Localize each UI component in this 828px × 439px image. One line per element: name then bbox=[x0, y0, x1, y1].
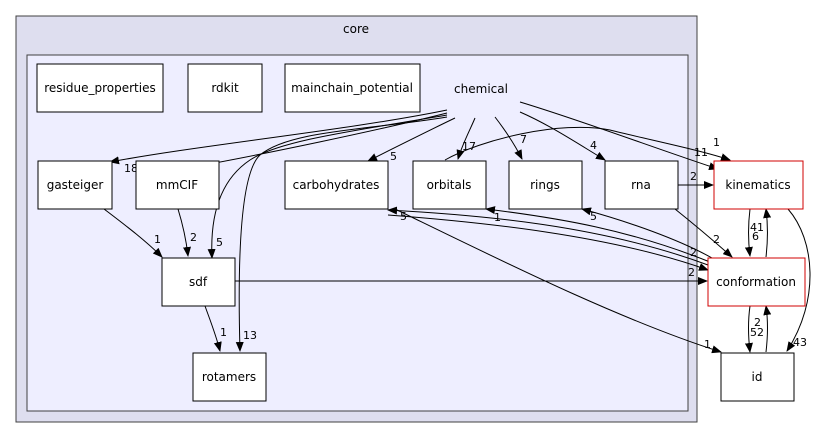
svg-text:mmCIF: mmCIF bbox=[156, 178, 198, 192]
svg-text:mainchain_potential: mainchain_potential bbox=[291, 81, 413, 95]
node-rotamers[interactable]: rotamers bbox=[192, 352, 267, 402]
edge-label: 43 bbox=[793, 336, 807, 349]
svg-text:rna: rna bbox=[631, 178, 651, 192]
edge-id-conformation bbox=[763, 305, 772, 353]
svg-text:rdkit: rdkit bbox=[211, 81, 239, 95]
edge-mmcif-sdf bbox=[177, 208, 191, 257]
node-orbitals[interactable]: orbitals bbox=[412, 160, 487, 210]
svg-text:orbitals: orbitals bbox=[427, 178, 472, 192]
node-mainchain-potential[interactable]: mainchain_potential bbox=[284, 63, 421, 113]
node-rings[interactable]: rings bbox=[508, 160, 583, 210]
edge-label: 2 bbox=[690, 170, 697, 183]
edge-label: 5 bbox=[216, 236, 223, 249]
node-carbohydrates[interactable]: carbohydrates bbox=[284, 160, 389, 210]
edge-kinematics-id bbox=[786, 208, 811, 352]
edge-chemical-orbitals bbox=[456, 117, 476, 160]
edge-chemical-rings bbox=[494, 116, 523, 160]
edge-kinematics-conformation bbox=[744, 208, 753, 257]
svg-text:id: id bbox=[752, 370, 763, 384]
svg-text:carbohydrates: carbohydrates bbox=[293, 178, 380, 192]
node-rna[interactable]: rna bbox=[604, 160, 679, 210]
node-gasteiger[interactable]: gasteiger bbox=[37, 160, 113, 210]
edge-label: 6 bbox=[752, 230, 759, 243]
edge-label: 4 bbox=[590, 139, 597, 152]
edge-label: 1 bbox=[494, 211, 501, 224]
edge-chemical-carbohydrates bbox=[367, 117, 456, 162]
node-sdf[interactable]: sdf bbox=[161, 257, 236, 307]
cluster-chemical bbox=[26, 54, 689, 412]
node-rdkit[interactable]: rdkit bbox=[187, 63, 263, 113]
edge-rna-conformation bbox=[674, 208, 733, 258]
edge-sdf-rotamers bbox=[204, 305, 222, 352]
node-kinematics[interactable]: kinematics bbox=[713, 160, 804, 210]
edge-conformation-id bbox=[744, 305, 753, 353]
node-mmcif[interactable]: mmCIF bbox=[135, 160, 220, 210]
edge-conformation-carbohydrates bbox=[387, 206, 709, 266]
cluster-chemical-label[interactable]: chemical bbox=[454, 82, 508, 96]
edge-label: 13 bbox=[243, 329, 257, 342]
edge-label: 17 bbox=[462, 140, 476, 153]
edge-label: 41 bbox=[750, 221, 764, 234]
edge-label: 5 bbox=[390, 150, 397, 163]
edge-chemical-gasteiger bbox=[109, 109, 448, 165]
svg-text:kinematics: kinematics bbox=[725, 178, 790, 192]
edge-label: 2 bbox=[688, 266, 695, 279]
edge-orbitals-kinematics bbox=[444, 126, 731, 161]
edge-carbohydrates-id bbox=[394, 208, 722, 354]
svg-text:gasteiger: gasteiger bbox=[47, 178, 104, 192]
edge-label: 5 bbox=[400, 210, 407, 223]
svg-text:sdf: sdf bbox=[189, 275, 208, 289]
edge-conformation-rings bbox=[581, 207, 713, 259]
edge-gasteiger-sdf bbox=[103, 208, 163, 258]
edge-carbohydrates-conformation bbox=[387, 214, 709, 271]
svg-text:conformation: conformation bbox=[716, 275, 796, 289]
node-residue-properties[interactable]: residue_properties bbox=[36, 63, 164, 113]
edge-conformation-kinematics bbox=[763, 208, 772, 258]
edge-label: 1 bbox=[154, 233, 161, 246]
edge-label: 1 bbox=[713, 136, 720, 149]
node-id[interactable]: id bbox=[720, 352, 795, 402]
edge-chemical-kinematics bbox=[519, 101, 719, 170]
edge-label: 1 bbox=[704, 338, 711, 351]
edge-label: 18 bbox=[124, 162, 138, 175]
svg-text:rings: rings bbox=[530, 178, 560, 192]
edge-label: 2 bbox=[690, 246, 697, 259]
node-conformation[interactable]: conformation bbox=[707, 257, 806, 307]
edge-label: 7 bbox=[520, 133, 527, 146]
edge-label: 2 bbox=[754, 316, 761, 329]
edge-chemical-rna bbox=[519, 111, 606, 161]
edge-label: 2 bbox=[190, 231, 197, 244]
svg-text:residue_properties: residue_properties bbox=[44, 81, 155, 95]
edge-label: 2 bbox=[713, 233, 720, 246]
edge-chemical-rotamers bbox=[235, 116, 448, 352]
edge-label: 11 bbox=[694, 146, 708, 159]
cluster-core-label: core bbox=[343, 22, 369, 36]
edge-label: 52 bbox=[750, 326, 764, 339]
edge-label: 5 bbox=[590, 210, 597, 223]
edge-label: 1 bbox=[220, 326, 227, 339]
svg-text:rotamers: rotamers bbox=[202, 370, 256, 384]
edge-conformation-orbitals bbox=[485, 206, 711, 263]
